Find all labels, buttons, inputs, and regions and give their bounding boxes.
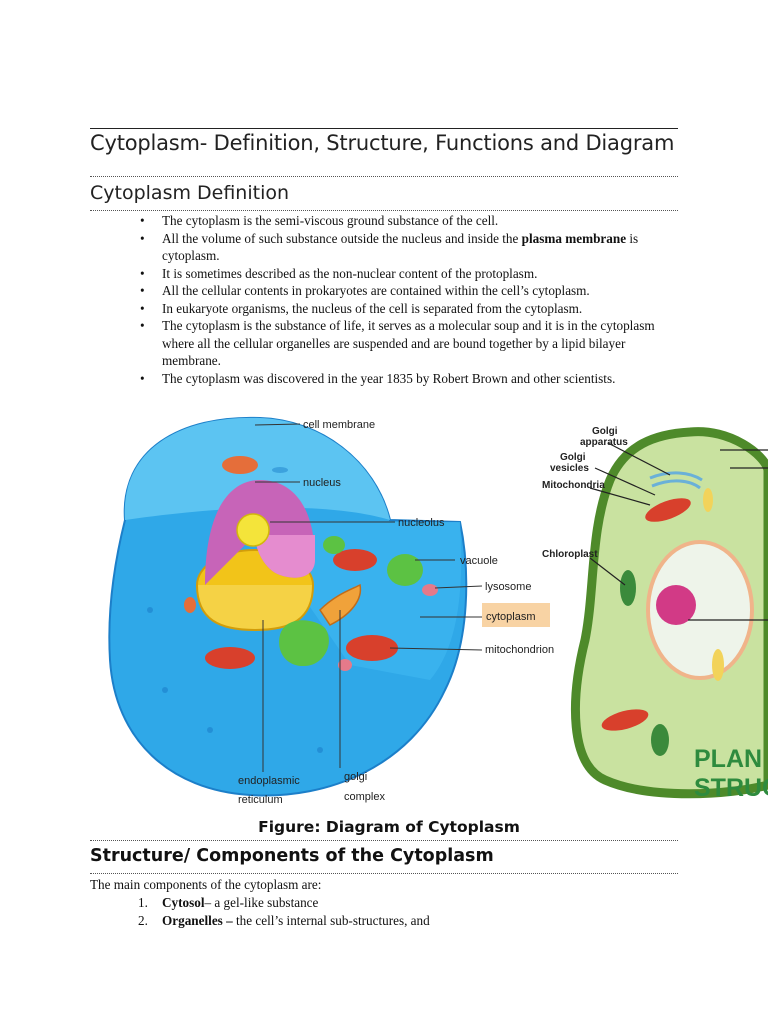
label-mitochondrion: mitochondrion [485,644,554,656]
cytoplasm-highlight [482,603,550,627]
list-item-text: is cytoplasm. [162,230,639,264]
label-endoplasmic: endoplasmic [238,775,300,787]
label-golgi-apparatus-2: apparatus [580,437,628,448]
title-top-rule [90,128,678,129]
label-golgi-vesicles-2: vesicles [550,463,589,474]
label-mitochondria: Mitochondria [542,480,605,491]
list-item: The cytoplasm is the substance of life, … [138,317,678,370]
structure-intro: The main components of the cytoplasm are… [90,877,322,892]
label-chloroplast: Chloroplast [542,549,598,560]
list-item: It is sometimes described as the non-nuc… [138,265,678,283]
definition-heading: Cytoplasm Definition [90,182,290,204]
definition-heading-rule [90,210,678,211]
list-item-text: In eukaryote organisms, the nucleus of t… [162,300,583,316]
list-item-text: The cytoplasm is the substance of life, … [162,318,655,368]
list-item-text: – a gel-like substance [204,895,319,910]
list-item-bold-term: Cytosol [162,895,205,910]
definition-list: The cytoplasm is the semi-viscous ground… [138,212,678,387]
plant-cell-illustration [570,427,768,799]
list-item-number: 1. [138,895,148,910]
label-nucleolus: nucleolus [398,517,445,529]
list-item: The cytoplasm was discovered in the year… [138,370,678,388]
list-item: 1. Cytosol– a gel-like substance [138,894,430,912]
list-item-number: 2. [138,912,148,928]
label-golgi: golgi [344,771,367,783]
list-item-text: All the cellular contents in prokaryotes… [162,283,590,298]
title-bottom-rule [90,176,678,177]
leader-lines [254,423,483,772]
list-item: 2. Organelles – the cell’s internal sub-s… [138,912,430,930]
list-item-text: The cytoplasm was discovered in the year… [162,370,616,386]
plant-title-line2: STRUC [694,774,768,802]
animal-cell-illustration [108,416,468,797]
label-cell-membrane: cell membrane [303,419,375,431]
structure-heading: Structure/ Components of the Cytoplasm [90,846,494,866]
list-item: In eukaryote organisms, the nucleus of t… [138,300,678,318]
list-item-text: All the volume of such substance outside… [162,230,522,246]
label-reticulum: reticulum [238,794,283,806]
label-lysosome: lysosome [485,581,531,593]
list-item-text: The cytoplasm is the semi-viscous ground… [162,213,499,228]
plant-title-line1: PLAN [694,745,762,773]
structure-heading-rule [90,873,678,874]
label-complex: complex [344,791,385,803]
label-cytoplasm: cytoplasm [486,611,536,623]
list-item-bold-term: Organelles – [162,912,233,928]
plant-leader-lines [589,442,768,621]
label-golgi-vesicles-1: Golgi [560,452,586,463]
components-list: 1. Cytosol– a gel-like substance 2. Organe… [138,894,430,929]
caption-rule [90,840,678,841]
list-item-text: It is sometimes described as the non-nuc… [162,265,538,281]
cytoplasm-diagram: cell membrane nucleus nucleolus vacuole … [108,416,768,806]
figure-caption: Figure: Diagram of Cytoplasm [258,818,520,836]
list-item-text: the cell’s internal sub-structures, and [232,912,430,928]
label-vacuole: vacuole [460,555,498,567]
list-item: The cytoplasm is the semi-viscous ground… [138,212,678,230]
label-nucleus: nucleus [303,477,341,489]
list-item: All the volume of such substance outside… [138,230,678,265]
list-item-bold-term: plasma membrane [521,230,627,246]
list-item: All the cellular contents in prokaryotes… [138,282,678,300]
page-title: Cytoplasm- Definition, Structure, Functi… [90,131,675,155]
label-golgi-apparatus-1: Golgi [592,426,618,437]
